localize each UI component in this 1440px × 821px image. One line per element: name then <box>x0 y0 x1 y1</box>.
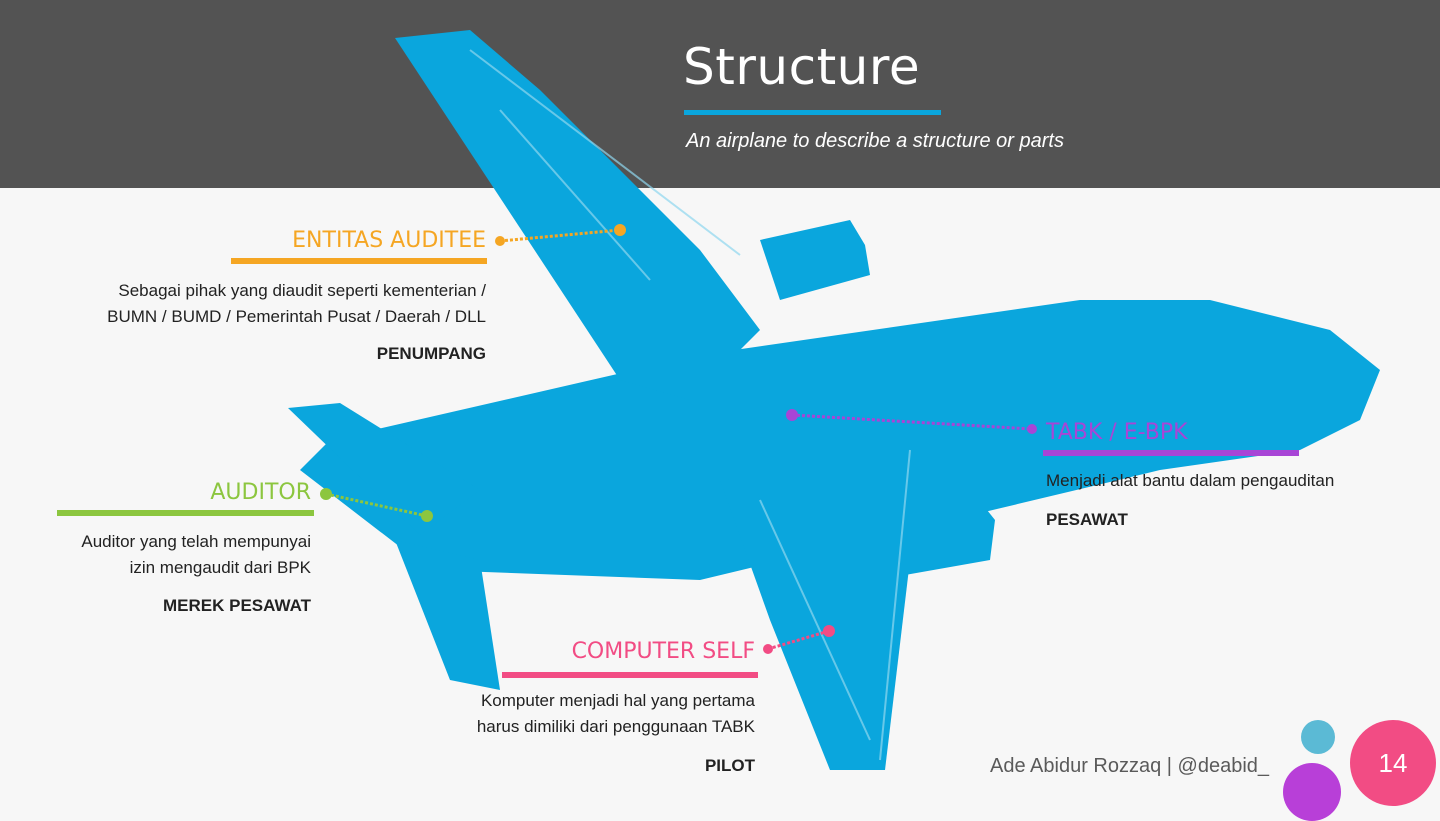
page-subtitle: An airplane to describe a structure or p… <box>686 130 1064 152</box>
auditor-dot-end <box>421 510 433 522</box>
title-underline <box>684 110 941 115</box>
entitas-auditee-desc-2: BUMN / BUMD / Pemerintah Pusat / Daerah … <box>107 307 486 326</box>
computer-self-bar <box>502 672 758 678</box>
computer-dot-end <box>823 625 835 637</box>
tabk-desc: Menjadi alat bantu dalam pengauditan <box>1046 471 1335 490</box>
decor-circle-purple <box>1283 763 1341 821</box>
entitas-auditee-bar <box>231 258 487 264</box>
connector-entitas <box>499 228 621 243</box>
tabk-label: TABK / E-BPK <box>1046 420 1188 445</box>
auditor-dot-start <box>320 488 332 500</box>
page-number-badge: 14 <box>1350 720 1436 806</box>
auditor-bar <box>57 510 314 516</box>
auditor-desc-1: Auditor yang telah mempunyai <box>81 532 311 551</box>
entitas-dot-end <box>614 224 626 236</box>
auditor-part: MEREK PESAWAT <box>163 596 311 615</box>
computer-self-label: COMPUTER SELF <box>571 639 755 664</box>
entitas-dot-start <box>495 236 505 246</box>
header-band <box>0 0 1440 188</box>
auditor-desc-2: izin mengaudit dari BPK <box>129 558 311 577</box>
computer-self-desc-2: harus dimiliki dari penggunaan TABK <box>476 717 755 736</box>
tabk-part: PESAWAT <box>1046 510 1128 529</box>
decor-circle-blue <box>1301 720 1335 754</box>
connector-computer <box>767 629 830 651</box>
tabk-dot-start <box>786 409 798 421</box>
connector-auditor <box>325 492 428 518</box>
computer-dot-start <box>763 644 773 654</box>
connector-tabk <box>791 413 1033 431</box>
tabk-dot-end <box>1027 424 1037 434</box>
tabk-bar <box>1043 450 1299 456</box>
computer-self-desc-1: Komputer menjadi hal yang pertama <box>480 691 755 710</box>
auditor-label: AUDITOR <box>210 480 311 505</box>
footer-author: Ade Abidur Rozzaq | @deabid_ <box>990 755 1270 777</box>
page-title: Structure <box>683 38 921 96</box>
entitas-auditee-part: PENUMPANG <box>376 344 486 363</box>
computer-self-part: PILOT <box>704 756 755 775</box>
entitas-auditee-label: ENTITAS AUDITEE <box>292 228 486 253</box>
page-number: 14 <box>1378 747 1408 778</box>
entitas-auditee-desc-1: Sebagai pihak yang diaudit seperti kemen… <box>118 281 486 300</box>
